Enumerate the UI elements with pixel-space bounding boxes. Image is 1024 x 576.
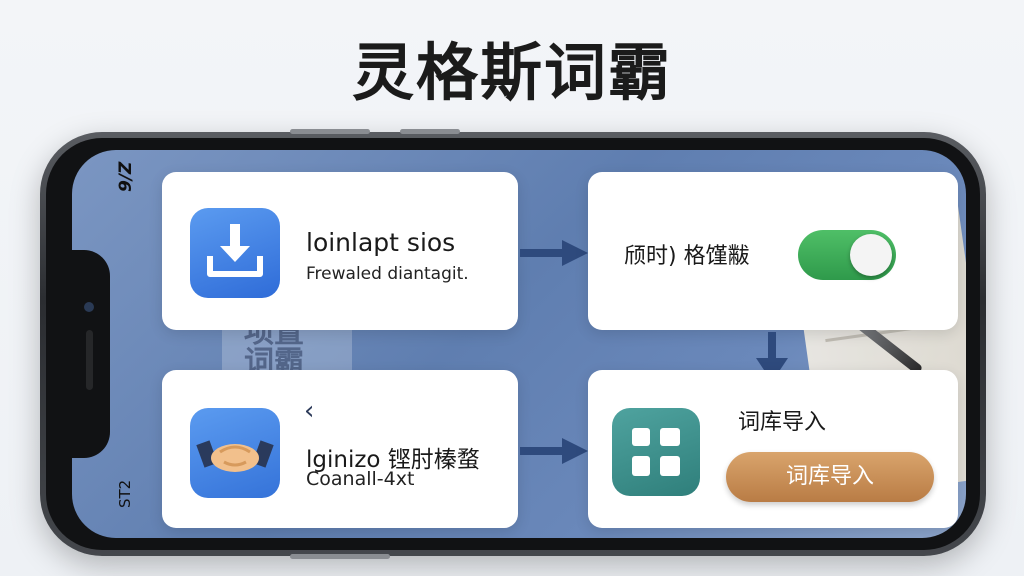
- toggle-card: 颀时) 格馑黻: [588, 172, 958, 330]
- connect-card-subtitle: Coanall-4xt: [306, 468, 415, 490]
- import-card-title: 词库导入: [738, 410, 827, 435]
- import-button[interactable]: 词库导入: [726, 452, 934, 502]
- download-card-title: loinlapt sios: [306, 228, 456, 257]
- camera-icon: [84, 302, 94, 312]
- toggle-knob: [850, 234, 892, 276]
- toggle-card-label: 颀时) 格馑黻: [624, 244, 750, 269]
- phone-button-bottom: [290, 554, 390, 559]
- download-icon: [190, 208, 280, 298]
- handshake-icon: [190, 408, 280, 498]
- arrow-right-icon: [520, 240, 588, 266]
- connect-card-title: lginizo 铿肘榛蝥: [306, 447, 480, 473]
- speaker-grill: [86, 330, 93, 390]
- phone-frame: 项置 词霸 loinlapt sios Frewaled diantagit.: [40, 129, 986, 559]
- download-card[interactable]: loinlapt sios Frewaled diantagit.: [162, 172, 518, 330]
- status-indicator: ST2: [116, 479, 134, 508]
- page-title: 灵格斯词霸: [351, 36, 672, 109]
- phone-button-top: [290, 129, 370, 134]
- arrow-right-icon: [520, 438, 588, 464]
- connect-card[interactable]: ‹ lginizo 铿肘榛蝥 Coanall-4xt: [162, 370, 518, 528]
- grid-icon: [612, 408, 700, 496]
- download-card-subtitle: Frewaled diantagit.: [306, 264, 469, 284]
- phone-bezel: 项置 词霸 loinlapt sios Frewaled diantagit.: [46, 138, 980, 550]
- status-time: 9/Z: [116, 161, 136, 192]
- phone-notch: [72, 250, 110, 458]
- chevron-left-icon[interactable]: ‹: [304, 396, 315, 426]
- phone-button-top-2: [400, 129, 460, 134]
- import-card: 词库导入 词库导入: [588, 370, 958, 528]
- sync-toggle[interactable]: [798, 230, 896, 280]
- phone-screen: 项置 词霸 loinlapt sios Frewaled diantagit.: [72, 150, 966, 538]
